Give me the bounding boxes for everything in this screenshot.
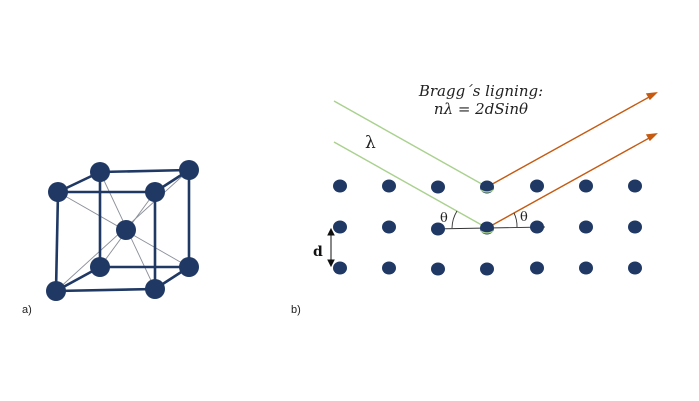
corner-atom — [145, 182, 165, 202]
center-atom — [116, 220, 136, 240]
corner-atom — [145, 279, 165, 299]
corner-atom — [179, 160, 199, 180]
lattice-atom — [480, 180, 494, 194]
lattice-atom — [431, 262, 445, 276]
lattice-atom — [431, 222, 445, 236]
lattice-atom — [530, 220, 544, 234]
corner-atom — [90, 162, 110, 182]
arrowhead — [645, 92, 658, 101]
reflected-rays — [486, 92, 658, 229]
lattice-atom — [333, 220, 347, 234]
incident-ray — [333, 100, 488, 188]
incident-rays — [333, 100, 488, 229]
corner-atom — [90, 257, 110, 277]
spacing-arrow — [327, 227, 335, 268]
panel-a-label: a) — [22, 304, 32, 316]
lattice-atom — [579, 179, 593, 193]
incident-angle-arc — [451, 210, 458, 229]
reflected-ray — [486, 95, 652, 188]
theta-reflected-label: θ — [520, 210, 528, 225]
cube-atoms — [46, 160, 199, 301]
reflected-angle-arc — [513, 212, 518, 228]
lattice-atom — [579, 261, 593, 275]
lattice-atom — [333, 261, 347, 275]
lattice-atoms — [333, 179, 642, 276]
lattice-atom — [480, 221, 494, 235]
theta-incident-label: θ — [440, 211, 448, 226]
lattice-atom — [382, 179, 396, 193]
lattice-atom — [579, 220, 593, 234]
lattice-atom — [480, 262, 494, 276]
lattice-atom — [530, 261, 544, 275]
reflection-point-highlight — [480, 189, 494, 193]
arrowhead — [645, 133, 658, 142]
lattice-atom — [530, 179, 544, 193]
corner-atom — [179, 257, 199, 277]
formula-title: Bragg´s ligning: — [418, 82, 543, 100]
bragg-diagram: Bragg´s ligning: nλ = 2dSinθ λ θ θ — [313, 82, 658, 276]
incident-ray — [333, 141, 488, 229]
spacing-label: d — [313, 244, 323, 260]
lattice-atom — [628, 220, 642, 234]
lattice-atom — [333, 179, 347, 193]
lattice-atom — [628, 179, 642, 193]
lattice-atom — [382, 261, 396, 275]
lattice-atom — [628, 261, 642, 275]
corner-atom — [48, 182, 68, 202]
cube-edge — [55, 287, 156, 293]
reflected-ray — [486, 136, 652, 229]
cube-edge — [54, 191, 60, 292]
bcc-unit-cell — [46, 160, 199, 301]
lattice-atom — [431, 180, 445, 194]
lattice-atom — [382, 220, 396, 234]
panel-b-label: b) — [291, 304, 301, 316]
cube-edge — [99, 168, 190, 174]
bragg-formula: nλ = 2dSinθ — [434, 100, 528, 118]
reflection-point-highlight — [480, 230, 494, 234]
corner-atom — [46, 281, 66, 301]
wavelength-label: λ — [365, 133, 376, 153]
